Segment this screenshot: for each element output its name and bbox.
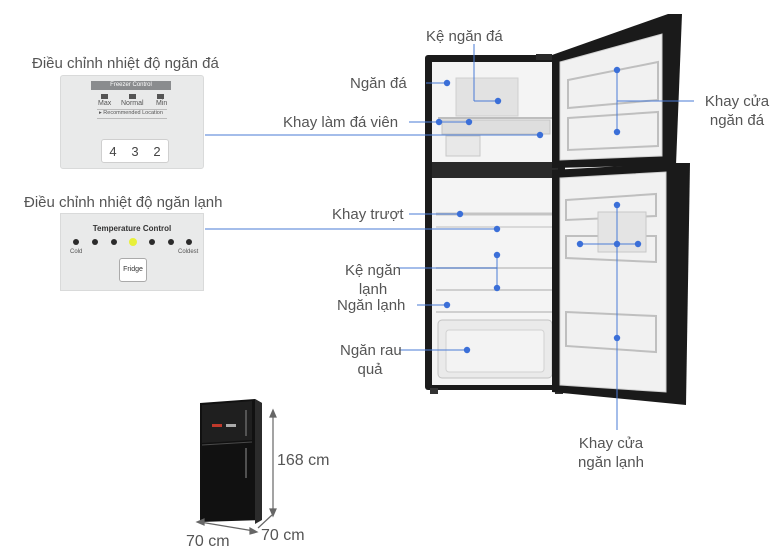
label-fridge: Ngăn lạnh [337, 297, 406, 314]
label-fridge-shelf-line1: Kệ ngăn [345, 262, 401, 279]
freezer-label-min: Min [156, 100, 168, 107]
fridge-led [168, 239, 174, 245]
marker-ice-tray-1 [465, 118, 473, 126]
fridge-led [186, 239, 192, 245]
label-fridge-door-line1: Khay cửa [578, 435, 644, 452]
fridge-panel-title: Temperature Control [92, 224, 172, 233]
marker-freezer [443, 79, 451, 87]
freezer-indicator-min [157, 94, 164, 99]
marker-freezer-door-2 [613, 128, 621, 136]
freezer-indicator-normal [129, 94, 136, 99]
label-fridge-door: Khay cửa ngăn lạnh [568, 434, 654, 472]
marker-ice-tray-3 [536, 131, 544, 139]
label-freezer-shelf: Kệ ngăn đá [426, 28, 503, 45]
dimension-lines [195, 408, 277, 535]
marker-freezer-door-1 [613, 66, 621, 74]
freezer-control-panel: Freezer Control Max Normal Min ▸ Recomme… [60, 75, 204, 169]
marker-ice-tray-2 [435, 118, 443, 126]
label-freezer-door-line2: ngăn đá [709, 112, 765, 129]
label-vegetable-line1: Ngăn rau [340, 342, 402, 359]
marker-fridge-shelf-1 [493, 251, 501, 259]
fridge-led [111, 239, 117, 245]
fridge-label-cold: Cold [70, 249, 83, 255]
fridge-led [73, 239, 79, 245]
label-fridge-shelf-line2: lạnh [358, 281, 388, 298]
fridge-control-panel: Temperature Control Cold Coldest Fridge [60, 213, 204, 291]
marker-fridge-door-1 [613, 201, 621, 209]
dimension-height: 168 cm [277, 452, 330, 469]
fridge-button[interactable]: Fridge [119, 258, 147, 282]
freezer-indicator-max [101, 94, 108, 99]
label-slide-tray: Khay trượt [332, 206, 404, 223]
fridge-label-coldest: Coldest [178, 249, 199, 255]
dimension-depth: 70 cm [261, 527, 305, 544]
refrigerator-thumbnail [200, 399, 262, 524]
freezer-recommended-text: ▸ Recommended Location [99, 110, 163, 116]
fridge-led [149, 239, 155, 245]
label-vegetable: Ngăn rau quả [340, 341, 402, 379]
marker-vegetable [463, 346, 471, 354]
label-fridge-shelf: Kệ ngăn lạnh [345, 261, 401, 299]
fridge-led-active [129, 238, 137, 246]
fridge-led [92, 239, 98, 245]
label-freezer-door: Khay cửa ngăn đá [697, 92, 777, 130]
freezer-door [536, 14, 682, 168]
label-freezer-adjust: Điều chỉnh nhiệt độ ngăn đá [32, 55, 219, 72]
freezer-panel-title: Freezer Control [91, 81, 171, 90]
freezer-label-normal: Normal [121, 100, 144, 107]
dimension-width: 70 cm [186, 533, 230, 550]
fridge-door [552, 163, 690, 405]
marker-slide-tray [456, 210, 464, 218]
label-freezer: Ngăn đá [350, 75, 407, 92]
marker-fridge-door-3 [613, 240, 621, 248]
marker-freezer-shelf [494, 97, 502, 105]
markers [435, 66, 642, 354]
freezer-digit: 3 [131, 143, 139, 159]
freezer-dial[interactable]: 4 3 2 [101, 139, 169, 163]
freezer-digit: 4 [109, 143, 117, 159]
marker-fridge-control [493, 225, 501, 233]
refrigerator-open [425, 55, 565, 394]
label-fridge-adjust: Điều chỉnh nhiệt độ ngăn lạnh [24, 194, 223, 211]
marker-fridge-door-2 [576, 240, 584, 248]
marker-fridge [443, 301, 451, 309]
marker-fridge-door-4 [634, 240, 642, 248]
marker-fridge-door-5 [613, 334, 621, 342]
label-vegetable-line2: quả [357, 361, 383, 378]
fridge-led-row [73, 238, 193, 247]
freezer-digit: 2 [153, 143, 161, 159]
label-fridge-door-line2: ngăn lạnh [578, 454, 644, 471]
label-ice-tray: Khay làm đá viên [283, 114, 399, 131]
label-freezer-door-line1: Khay cửa [704, 93, 770, 110]
marker-fridge-shelf-2 [493, 284, 501, 292]
freezer-label-max: Max [98, 100, 112, 107]
freezer-recommended-bar: ▸ Recommended Location [97, 109, 167, 119]
